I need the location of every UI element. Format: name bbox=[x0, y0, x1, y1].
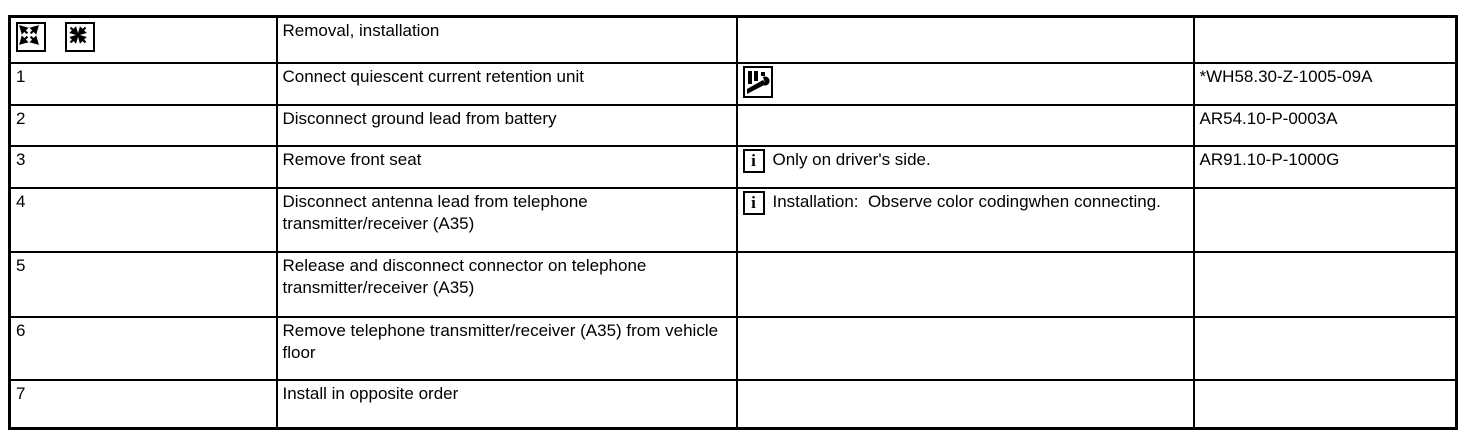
step-description: Connect quiescent current retention unit bbox=[282, 67, 584, 86]
document-code-cell bbox=[1192, 379, 1458, 430]
document-code-cell bbox=[1192, 187, 1458, 253]
document-code-cell bbox=[1192, 316, 1458, 381]
collapse-icon[interactable] bbox=[64, 22, 95, 52]
header-note-cell bbox=[735, 15, 1195, 64]
note-cell bbox=[735, 251, 1195, 318]
document-code-cell bbox=[1192, 251, 1458, 318]
step-description-cell: Disconnect antenna lead from telephone t… bbox=[275, 187, 738, 253]
step-description: Disconnect antenna lead from telephone t… bbox=[282, 192, 588, 233]
step-number-cell: 2 bbox=[8, 104, 278, 147]
workshop-equipment-icon[interactable] bbox=[742, 66, 773, 98]
note-cell bbox=[735, 316, 1195, 381]
step-number-cell: 4 bbox=[8, 187, 278, 253]
table-header-row: Removal, installation bbox=[8, 15, 1458, 64]
step-number-cell: 5 bbox=[8, 251, 278, 318]
step-number: 2 bbox=[16, 109, 26, 128]
step-number: 6 bbox=[16, 321, 26, 340]
step-description: Remove front seat bbox=[282, 150, 422, 169]
table-row: 2 Disconnect ground lead from battery AR… bbox=[8, 104, 1458, 147]
table-row: 4 Disconnect antenna lead from telephone… bbox=[8, 187, 1458, 253]
info-icon: i bbox=[742, 191, 765, 215]
step-description-cell: Remove front seat bbox=[275, 145, 738, 189]
step-number: 4 bbox=[16, 192, 26, 211]
step-number: 7 bbox=[16, 384, 26, 403]
document-code-cell: AR54.10-P-0003A bbox=[1192, 104, 1458, 147]
step-description-cell: Release and disconnect connector on tele… bbox=[275, 251, 738, 318]
table-row: 3 Remove front seat i Only on driver's si… bbox=[8, 145, 1458, 189]
document-code: AR91.10-P-1000G bbox=[1199, 150, 1340, 169]
table-title: Removal, installation bbox=[282, 21, 440, 40]
step-description-cell: Disconnect ground lead from battery bbox=[275, 104, 738, 147]
step-number: 1 bbox=[16, 67, 26, 86]
table-row: 5 Release and disconnect connector on te… bbox=[8, 251, 1458, 318]
note-cell bbox=[735, 104, 1195, 147]
header-title-cell: Removal, installation bbox=[275, 15, 738, 64]
step-description: Disconnect ground lead from battery bbox=[282, 109, 557, 128]
note-text: Only on driver's side. bbox=[772, 150, 931, 169]
procedure-table: Removal, installation 1 Connect quiescen… bbox=[8, 15, 1458, 430]
document-code: *WH58.30-Z-1005-09A bbox=[1199, 67, 1373, 86]
step-number-cell: 7 bbox=[8, 379, 278, 430]
step-number: 3 bbox=[16, 150, 26, 169]
note-cell bbox=[735, 62, 1195, 106]
note-cell bbox=[735, 379, 1195, 430]
table-row: 7 Install in opposite order bbox=[8, 379, 1458, 430]
step-description-cell: Remove telephone transmitter/receiver (A… bbox=[275, 316, 738, 381]
header-code-cell bbox=[1192, 15, 1458, 64]
step-number-cell: 1 bbox=[8, 62, 278, 106]
info-icon: i bbox=[742, 149, 765, 173]
step-description-cell: Install in opposite order bbox=[275, 379, 738, 430]
step-description-cell: Connect quiescent current retention unit bbox=[275, 62, 738, 106]
step-description: Remove telephone transmitter/receiver (A… bbox=[282, 321, 719, 362]
note-text: Installation: Observe color codingwhen c… bbox=[772, 192, 1161, 211]
step-number-cell: 3 bbox=[8, 145, 278, 189]
document-code-cell: AR91.10-P-1000G bbox=[1192, 145, 1458, 189]
document-code-cell: *WH58.30-Z-1005-09A bbox=[1192, 62, 1458, 106]
table-row: 1 Connect quiescent current retention un… bbox=[8, 62, 1458, 106]
header-icons-cell bbox=[8, 15, 278, 64]
step-number-cell: 6 bbox=[8, 316, 278, 381]
table-row: 6 Remove telephone transmitter/receiver … bbox=[8, 316, 1458, 381]
step-number: 5 bbox=[16, 256, 26, 275]
document-code: AR54.10-P-0003A bbox=[1199, 109, 1338, 128]
note-cell: i Only on driver's side. bbox=[735, 145, 1195, 189]
expand-icon[interactable] bbox=[16, 22, 46, 52]
step-description: Install in opposite order bbox=[282, 384, 459, 403]
step-description: Release and disconnect connector on tele… bbox=[282, 256, 647, 297]
note-cell: i Installation: Observe color codingwhen … bbox=[735, 187, 1195, 253]
